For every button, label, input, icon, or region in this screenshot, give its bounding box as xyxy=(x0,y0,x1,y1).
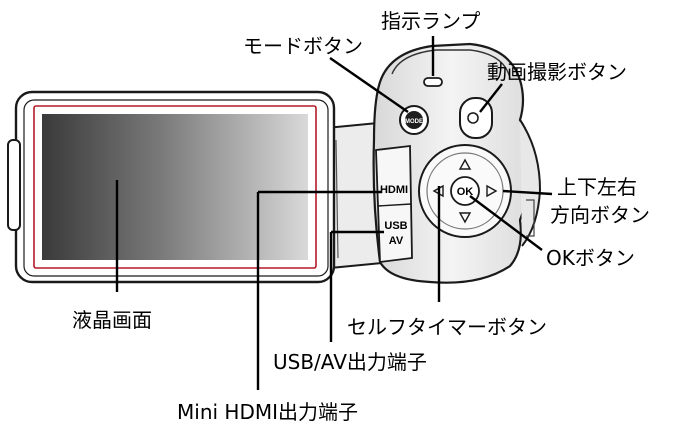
mode-button[interactable] xyxy=(399,105,429,135)
leader-direction-buttons xyxy=(502,189,553,196)
label-record-button: 動画撮影ボタン xyxy=(487,60,627,84)
indicator-lamp xyxy=(423,77,443,87)
device-text-av: AV xyxy=(389,235,404,247)
device-text-ok: OK xyxy=(457,186,474,198)
device-text-usb: USB xyxy=(384,220,407,232)
up-arrow-icon[interactable] xyxy=(458,158,472,170)
label-direction-buttons-1: 上下左右 xyxy=(557,175,637,199)
label-ok-button: OKボタン xyxy=(546,246,635,270)
leader-ok-button xyxy=(469,195,543,251)
leader-lines xyxy=(115,36,553,390)
down-arrow-icon[interactable] xyxy=(458,212,472,224)
label-self-timer-button: セルフタイマーボタン xyxy=(347,315,547,339)
leader-mode-button xyxy=(329,57,409,113)
device-text-mode: MODE xyxy=(405,119,423,125)
device-text-hdmi: HDMI xyxy=(380,184,408,196)
label-lcd-screen: 液晶画面 xyxy=(72,308,152,332)
lcd-panel xyxy=(7,90,336,284)
lcd-screen xyxy=(42,114,308,260)
label-mode-button: モードボタン xyxy=(243,34,363,58)
label-usb-av-port: USB/AV出力端子 xyxy=(273,350,427,374)
label-indicator-lamp: 指示ランプ xyxy=(381,9,481,33)
label-direction-buttons-2: 方向ボタン xyxy=(550,203,650,227)
right-arrow-icon[interactable] xyxy=(486,184,498,198)
leader-record-button xyxy=(479,83,503,113)
label-mini-hdmi-port: Mini HDMI出力端子 xyxy=(177,400,358,424)
